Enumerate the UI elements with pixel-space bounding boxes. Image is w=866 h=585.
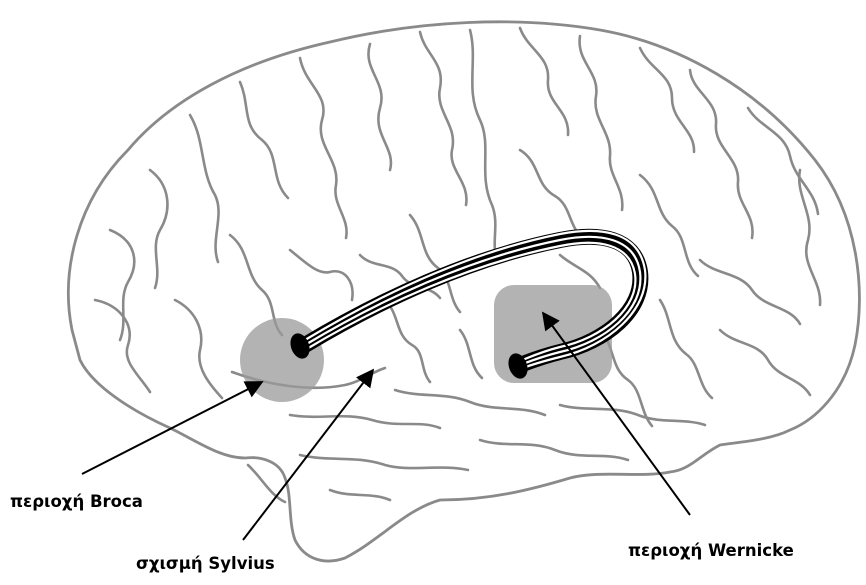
broca-area-label: περιοχή Broca: [10, 492, 143, 511]
wernicke-area-label: περιοχή Wernicke: [628, 541, 794, 560]
broca-area-region: [240, 318, 324, 402]
brain-outline: [68, 22, 859, 561]
sylvian-fissure-label: σχισμή Sylvius: [136, 554, 275, 573]
